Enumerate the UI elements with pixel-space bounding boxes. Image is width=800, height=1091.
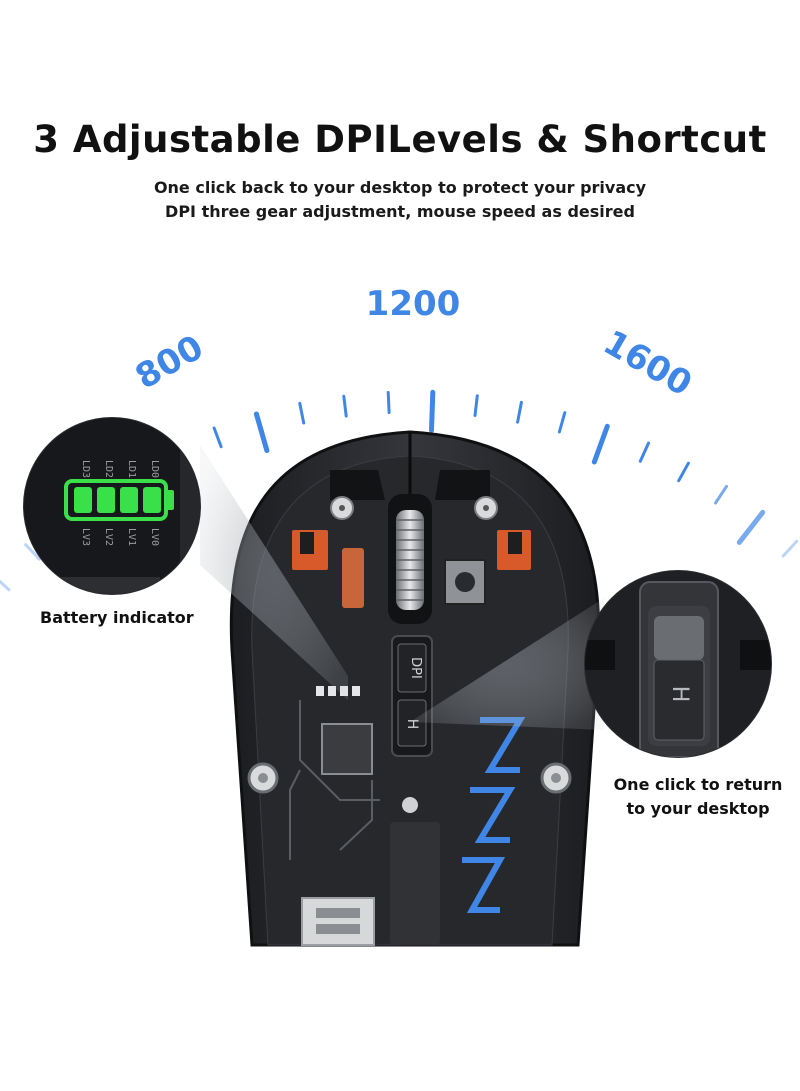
page-title: 3 Adjustable DPILevels & Shortcut [33,118,767,161]
led-label-0: LV0 [149,528,160,546]
subtitle-line-2: DPI three gear adjustment, mouse speed a… [165,202,635,221]
battery-callout-beam [200,445,348,700]
desktop-shortcut-label-line-1: One click to return [613,775,783,794]
dpi-scale-tick [591,423,610,465]
dpi-scale-tick [429,389,436,433]
dpi-scale-tick [677,461,690,483]
dpi-button-label: DPI [408,657,423,679]
led-code-3: LD3 [80,460,91,478]
led-label-3: LV3 [80,528,91,546]
desktop-shortcut-callout: H [584,570,772,758]
dpi-label-1200: 1200 [366,284,461,324]
dpi-scale-tick [386,391,391,414]
subtitle-line-1: One click back to your desktop to protec… [153,178,647,197]
dpi-scale-tick [473,394,479,417]
desktop-shortcut-label-line-2: to your desktop [626,799,770,818]
desktop-shortcut-label: One click to return to your desktop [603,773,793,821]
dpi-scale-tick [516,400,523,424]
dpi-scale-tick [714,484,728,505]
battery-icon [64,479,174,521]
mouse-body: DPI H [229,430,601,947]
dpi-scale-tick [638,441,650,463]
led-label-2: LV2 [103,528,114,546]
battery-indicator-callout: LD3 LD2 LD1 LD0 LV3 LV2 LV1 LV0 [23,417,201,595]
led-label-1: LV1 [126,528,137,546]
led-code-1: LD1 [126,460,137,478]
dpi-scale-tick [736,509,766,545]
led-code-0: LD0 [149,460,160,478]
desktop-callout-beam [410,598,604,730]
dpi-scale-tick [781,539,799,558]
dpi-scale-tick [298,401,306,425]
dpi-label-1600: 1600 [597,322,699,404]
shortcut-button-glyph: H [667,686,692,703]
dpi-scale-tick [0,579,11,592]
led-code-2: LD2 [103,460,114,478]
dpi-scale-tick [342,394,348,418]
dpi-label-800: 800 [129,327,210,397]
dpi-scale-tick [253,411,270,453]
dpi-scale-tick [24,543,41,561]
dpi-scale-tick [212,426,223,449]
battery-indicator-label: Battery indicator [40,608,194,627]
dpi-scale-tick [557,411,567,434]
desktop-button-label: H [404,719,420,730]
